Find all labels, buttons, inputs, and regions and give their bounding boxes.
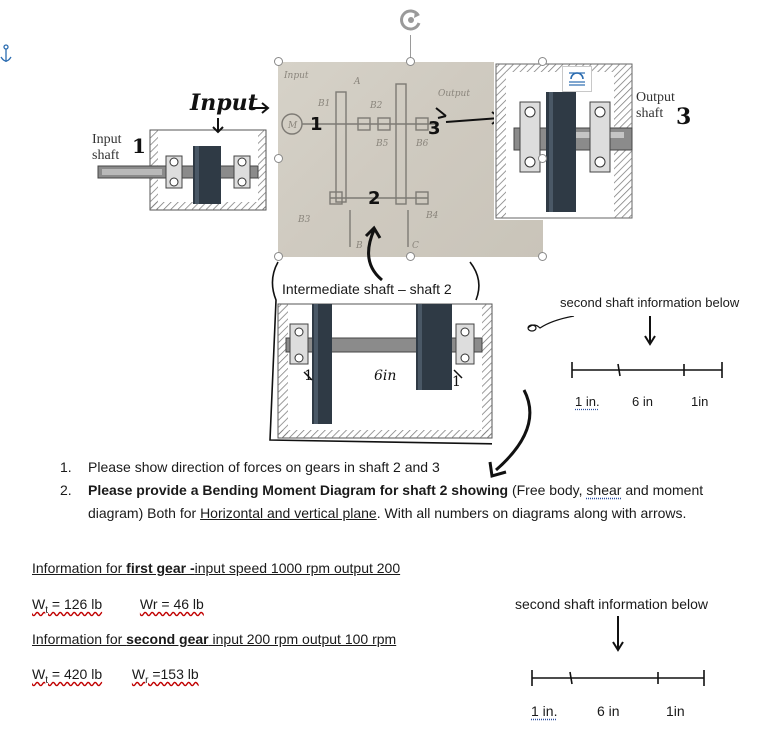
shaft-info-title-1: second shaft information below xyxy=(560,295,740,310)
photo-label-a: A xyxy=(353,77,361,87)
shaft-info-diagram-2 xyxy=(526,614,716,699)
input-shaft-drawing xyxy=(88,122,268,212)
photo-shaft3: 3 xyxy=(428,118,441,139)
handwritten-input-label: Input xyxy=(190,90,258,116)
second-gear-values: Wt = 420 lb Wr =153 lb xyxy=(32,666,199,686)
diagram-figure: Input shaft 1 Input xyxy=(88,5,740,478)
task-item-2: 2. Please provide a Bending Moment Diagr… xyxy=(60,482,704,521)
resize-handle-mr[interactable] xyxy=(538,154,547,163)
photo-label-motor: M xyxy=(287,121,298,131)
shaft-info-dim-1a: 1 in. xyxy=(575,394,600,409)
photo-label-output: Output xyxy=(438,89,470,99)
rotate-handle-stem xyxy=(410,35,411,60)
resize-handle-bc[interactable] xyxy=(406,252,415,261)
output-shaft-label: Output shaft xyxy=(636,90,675,122)
six-in-label: 6in xyxy=(374,368,397,384)
mark-right: 1 xyxy=(452,374,461,390)
resize-handle-br[interactable] xyxy=(538,252,547,261)
first-gear-values: Wt = 126 lb Wr = 46 lb xyxy=(32,596,204,616)
photo-label-b2: B2 xyxy=(369,101,383,111)
input-shaft-label: Input shaft xyxy=(92,132,122,163)
photo-shaft2: 2 xyxy=(368,188,381,209)
shaft-info-dim-2b: 6 in xyxy=(597,703,620,719)
rotate-handle-icon[interactable] xyxy=(396,5,426,40)
resize-handle-tc[interactable] xyxy=(406,57,415,66)
shaft-info-diagram-1 xyxy=(566,314,736,389)
first-gear-heading: Information for first gear -input speed … xyxy=(32,560,401,576)
anchor-icon xyxy=(0,44,12,71)
mark-left: 1 xyxy=(304,368,313,384)
layout-options-icon[interactable] xyxy=(562,66,592,92)
photo-label-input: Input xyxy=(283,71,309,81)
shaft-info-dim-2a: 1 in. xyxy=(531,703,558,719)
photo-label-b3: B3 xyxy=(297,215,311,225)
photo-label-b6: B6 xyxy=(415,139,429,149)
shaft-info-dim-1b: 6 in xyxy=(632,394,653,409)
shaft-info-dim-1c: 1in xyxy=(691,394,709,409)
resize-handle-bl[interactable] xyxy=(274,252,283,261)
input-arrows xyxy=(200,96,275,141)
input-shaft-number: 1 xyxy=(132,134,146,158)
resize-handle-tl[interactable] xyxy=(274,57,283,66)
resize-handle-ml[interactable] xyxy=(274,154,283,163)
intermediate-shaft-bracket xyxy=(262,222,503,457)
photo-label-c: C xyxy=(412,241,419,251)
photo-shaft1: 1 xyxy=(310,114,323,135)
intermediate-shaft-label: Intermediate shaft – shaft 2 xyxy=(282,281,452,297)
second-gear-heading: Information for second gear input 200 rp… xyxy=(32,631,397,647)
pointer-arrow xyxy=(480,384,550,489)
task-list: 1. Please show direction of forces on ge… xyxy=(60,456,760,525)
task-item-1: 1. Please show direction of forces on ge… xyxy=(60,459,440,475)
shaft-info-dim-2c: 1in xyxy=(666,703,685,719)
photo-label-b5: B5 xyxy=(375,139,389,149)
comment-pen-icon[interactable] xyxy=(524,315,576,343)
photo-label-b: B xyxy=(355,241,363,251)
resize-handle-tr[interactable] xyxy=(538,57,547,66)
intermediate-shaft-drawing xyxy=(276,302,494,440)
photo-label-b1: B1 xyxy=(317,99,330,109)
shaft-info-title-2: second shaft information below xyxy=(515,596,708,612)
output-shaft-number: 3 xyxy=(676,104,692,130)
photo-label-b4: B4 xyxy=(425,211,439,221)
